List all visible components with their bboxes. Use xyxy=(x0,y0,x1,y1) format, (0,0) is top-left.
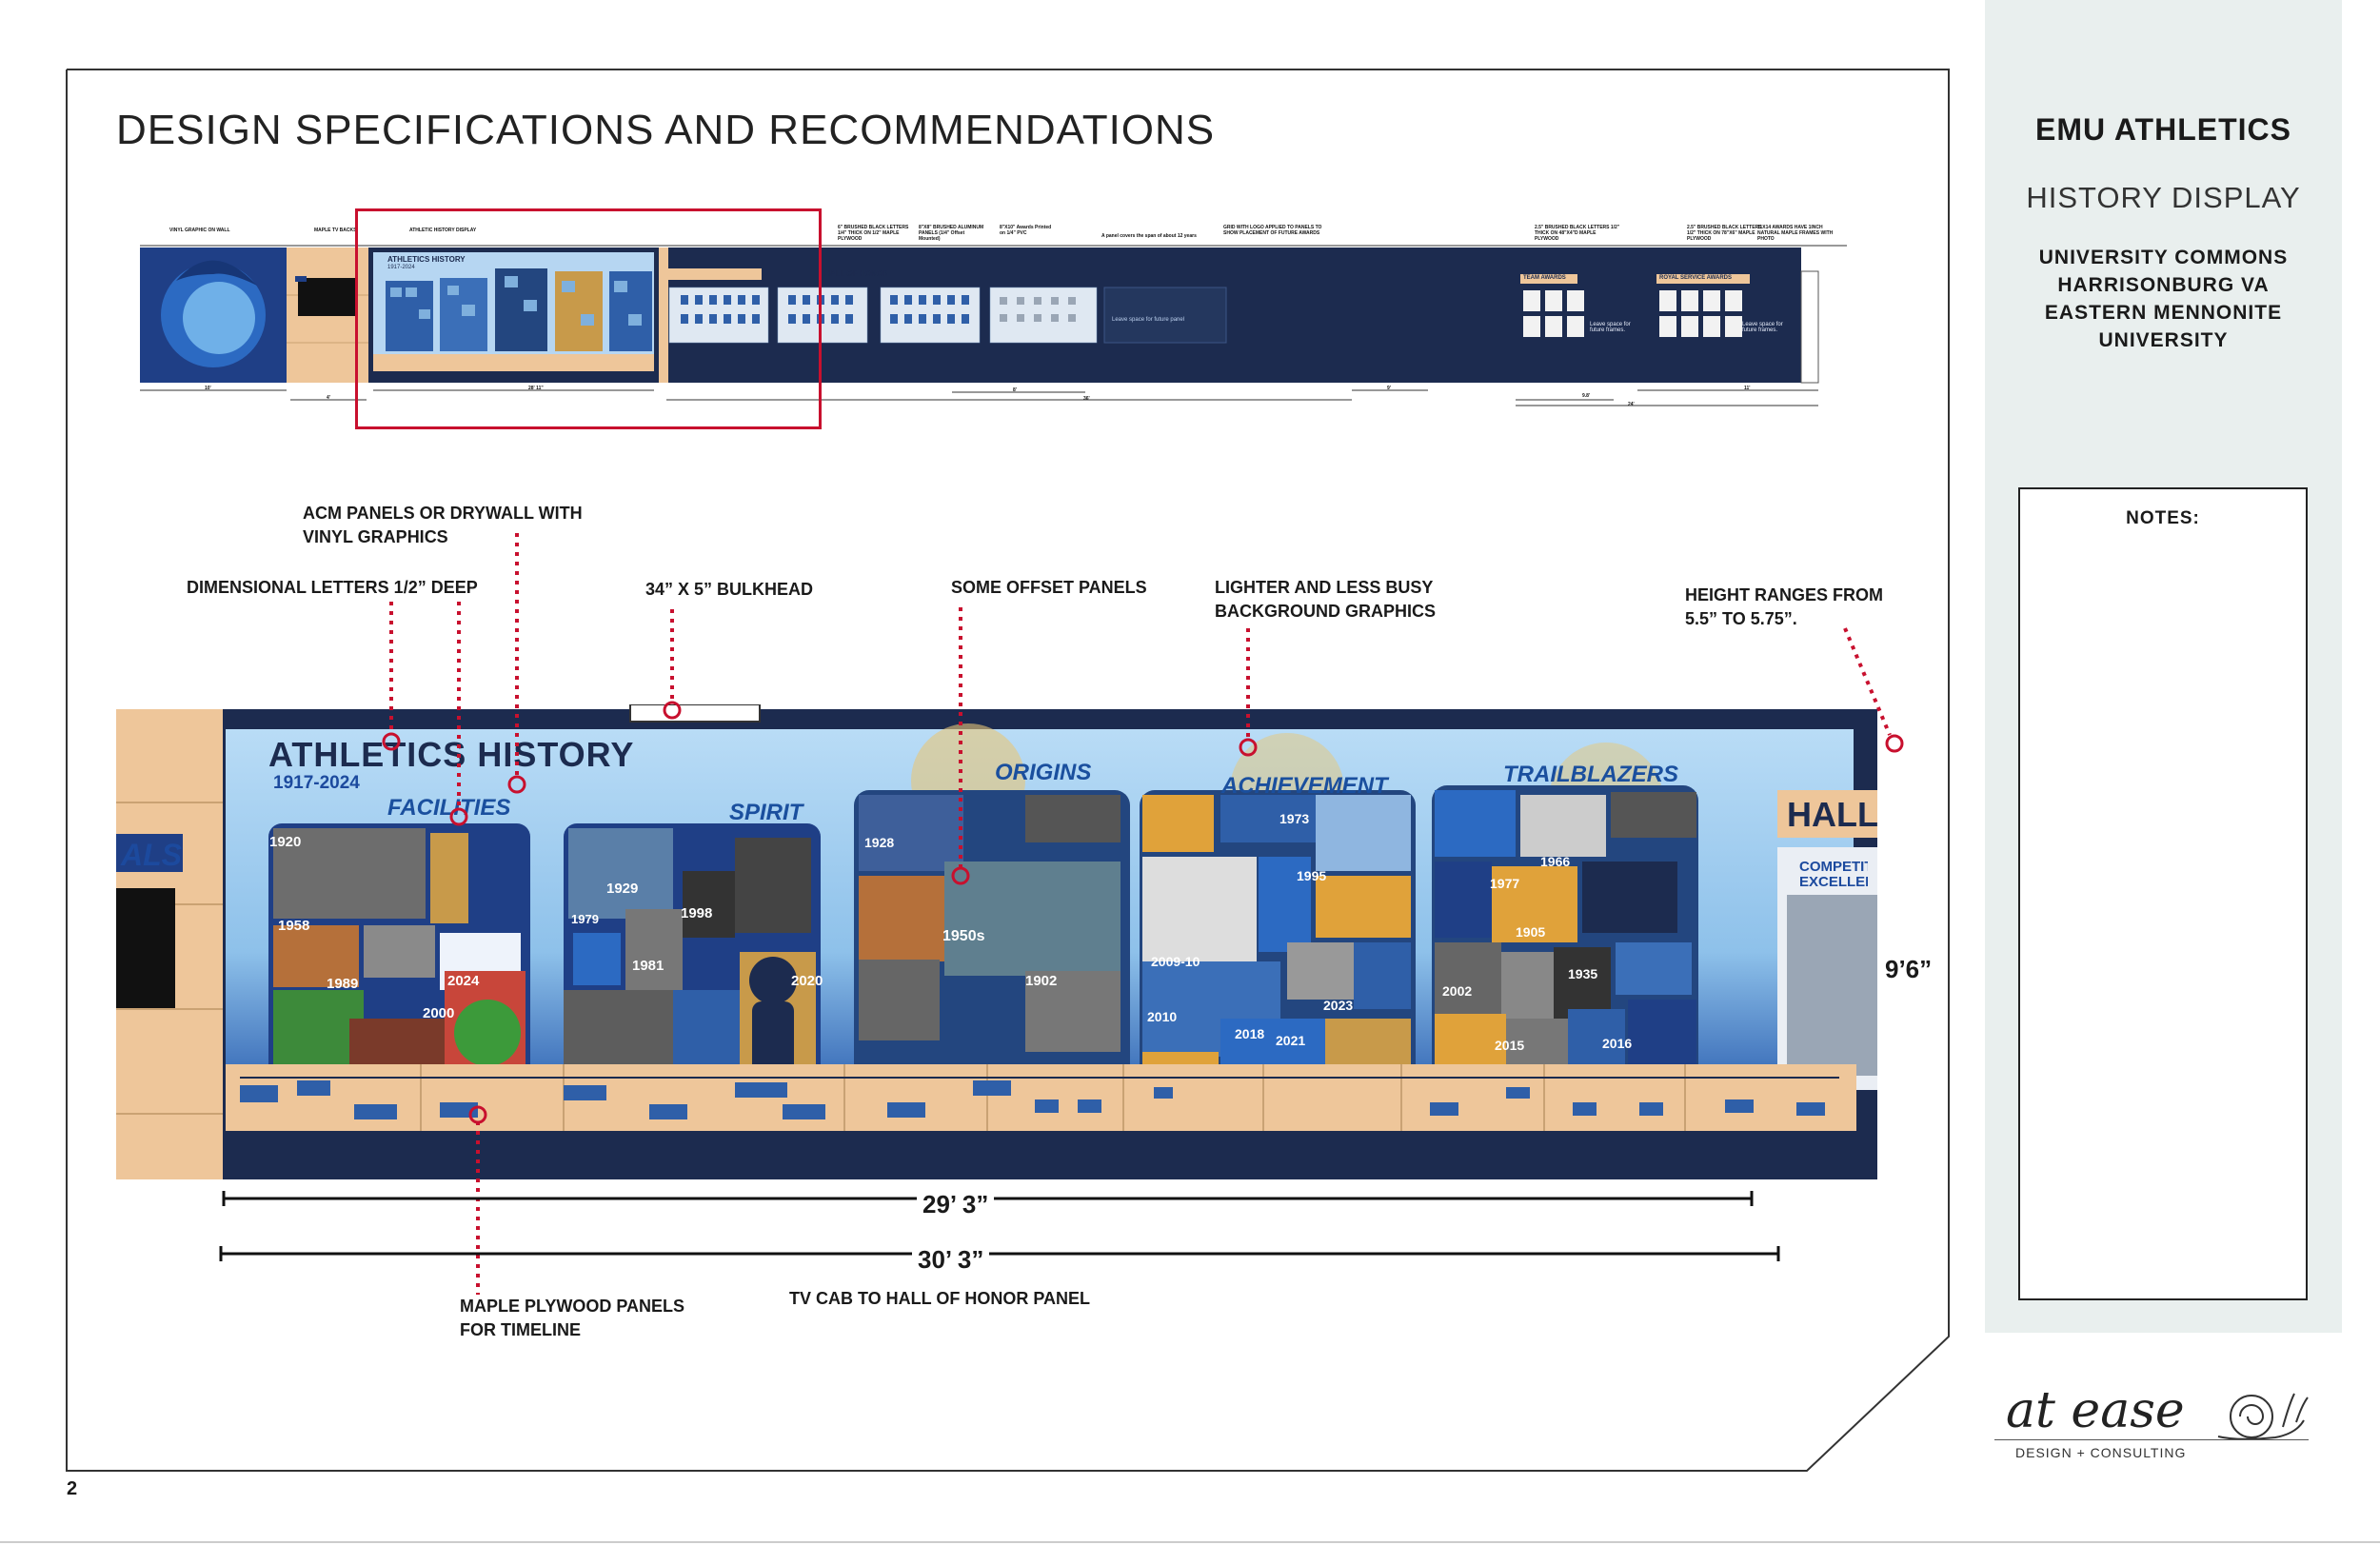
callout-offset: SOME OFFSET PANELS xyxy=(951,578,1147,597)
callout-lighter: LIGHTER AND LESS BUSY BACKGROUND GRAPHIC… xyxy=(1215,578,1437,621)
dimension-height: 9’6” xyxy=(1885,955,1933,983)
mini-history-years: 1917-2024 xyxy=(387,265,415,270)
year-tag: 2002 xyxy=(1442,983,1473,999)
dim-label: 11' xyxy=(1744,386,1751,391)
page-title: DESIGN SPECIFICATIONS AND RECOMMENDATION… xyxy=(116,107,1216,153)
spec-label: A panel covers the span of about 12 year… xyxy=(1101,233,1197,239)
year-tag: 2009-10 xyxy=(1151,954,1200,969)
spec-label: 6" BRUSHED BLACK LETTERS 1/4" THICK ON 1… xyxy=(838,225,909,242)
location-line: EASTERN MENNONITE xyxy=(2044,302,2283,324)
bulkhead xyxy=(629,704,761,723)
dim-label: 10' xyxy=(205,386,211,391)
callout-maple: MAPLE PLYWOOD PANELS FOR TIMELINE xyxy=(460,1297,685,1339)
spec-label: GRID WITH LOGO APPLIED TO PANELS TO SHOW… xyxy=(1223,225,1322,236)
future-space-label: Leave space for future panel xyxy=(1112,317,1185,323)
location-line: UNIVERSITY xyxy=(2098,329,2229,351)
year-tag: 2023 xyxy=(1323,998,1354,1013)
team-awards-label: TEAM AWARDS xyxy=(1523,275,1566,281)
spec-label: 8"X10" Awards Printed on 1/4" PVC xyxy=(1000,225,1052,236)
mini-history-title: ATHLETICS HISTORY xyxy=(387,255,466,264)
dim-label: 24' xyxy=(1628,402,1635,407)
year-tag: 1981 xyxy=(632,958,664,974)
spec-label: 2.5" BRUSHED BLACK LETTERS 1/2" THICK ON… xyxy=(1687,225,1762,242)
overview-label-maple: MAPLE TV BACKS xyxy=(314,228,357,233)
hall-label: HALL xyxy=(1787,795,1878,834)
year-tag: 2018 xyxy=(1235,1026,1265,1041)
year-tag: 1958 xyxy=(278,918,310,934)
section-trailblazers: TRAILBLAZERS xyxy=(1503,762,1678,787)
year-tag: 1973 xyxy=(1279,811,1310,826)
year-tag: 1989 xyxy=(327,976,359,992)
year-tag: 1966 xyxy=(1540,854,1571,869)
year-tag: 1929 xyxy=(606,881,639,897)
logo-wordmark: at ease xyxy=(2006,1382,2185,1439)
leave-space-note: Leave space for future frames. xyxy=(1742,322,1783,333)
leave-space-note: Leave space for future frames. xyxy=(1590,322,1631,333)
future-panel-space xyxy=(1103,287,1227,344)
page-number: 2 xyxy=(67,1478,78,1499)
timeline-band xyxy=(226,1064,1856,1131)
dim-label: 8' xyxy=(1013,387,1017,393)
overview-label-history: ATHLETIC HISTORY DISPLAY xyxy=(409,228,477,233)
callout-letters: DIMENSIONAL LETTERS 1/2” DEEP xyxy=(187,578,478,597)
spec-label: 11X14 AWARDS HAVE 1INCH NATURAL MAPLE FR… xyxy=(1757,225,1834,242)
overview-label-vinyl: VINYL GRAPHIC ON WALL xyxy=(169,228,230,233)
royals-fragment: ALS xyxy=(121,838,182,872)
year-tag: 1902 xyxy=(1025,973,1058,989)
dimension-width-outer: 30’ 3” xyxy=(912,1245,990,1275)
section-spirit: SPIRIT xyxy=(729,800,803,825)
location-line: HARRISONBURG VA xyxy=(2057,274,2270,296)
year-tag: 1950s xyxy=(942,928,985,944)
callout-acm: ACM PANELS OR DRYWALL WITH VINYL GRAPHIC… xyxy=(303,504,583,546)
royal-service-awards-label: ROYAL SERVICE AWARDS xyxy=(1659,275,1733,281)
year-tag: 2015 xyxy=(1495,1038,1525,1053)
year-tag: 2016 xyxy=(1602,1036,1633,1051)
dim-label: 4' xyxy=(327,395,330,401)
callout-height: HEIGHT RANGES FROM 5.5” TO 5.75”. xyxy=(1685,585,1884,628)
main-elevation xyxy=(116,704,1877,1179)
year-tag: 1977 xyxy=(1490,876,1520,891)
project-name: HISTORY DISPLAY xyxy=(2026,181,2301,214)
location-block: UNIVERSITY COMMONS HARRISONBURG VA EASTE… xyxy=(1985,244,2342,354)
year-tag: 1920 xyxy=(269,834,302,850)
snail-icon xyxy=(2217,1393,2309,1440)
highlight-box xyxy=(355,208,822,429)
year-tag: 2020 xyxy=(791,973,823,989)
year-tag: 1935 xyxy=(1568,966,1598,981)
notes-label: NOTES: xyxy=(2126,508,2200,528)
mini-hall-of-honor: HALL OF HONOR xyxy=(824,269,888,278)
spec-label: 2.5" BRUSHED BLACK LETTERS 1/2" THICK ON… xyxy=(1535,225,1620,242)
dimension-width-inner: 29’ 3” xyxy=(917,1190,995,1219)
callout-bulkhead: 34” X 5” BULKHEAD xyxy=(645,580,814,599)
location-line: UNIVERSITY COMMONS xyxy=(2038,247,2289,268)
section-origins: ORIGINS xyxy=(995,760,1092,785)
dim-label: 36' xyxy=(1083,396,1090,402)
year-tag: 1979 xyxy=(571,912,599,926)
year-tag: 1998 xyxy=(681,905,713,921)
year-tag: 2021 xyxy=(1276,1033,1306,1048)
dim-label: 9' xyxy=(1387,386,1391,391)
client-name: EMU ATHLETICS xyxy=(2035,112,2291,147)
logo-subtext: DESIGN + CONSULTING xyxy=(2015,1445,2187,1460)
year-tag: 2024 xyxy=(447,973,480,989)
year-tag: 1928 xyxy=(864,835,895,850)
callout-tvcab: TV CAB TO HALL OF HONOR PANEL xyxy=(789,1289,1091,1308)
history-years: 1917-2024 xyxy=(273,773,360,793)
year-tag: 2010 xyxy=(1147,1009,1178,1024)
at-ease-logo: at ease DESIGN + CONSULTING xyxy=(1994,1380,2337,1466)
dim-label: 9.8' xyxy=(1582,393,1591,399)
year-tag: 2000 xyxy=(423,1005,455,1021)
overview-elevation xyxy=(140,245,1847,406)
dim-label: 28' 11" xyxy=(528,386,544,391)
section-facilities: FACILITIES xyxy=(387,795,511,821)
history-title: ATHLETICS HISTORY xyxy=(268,735,635,774)
section-achievement: ACHIEVEMENT xyxy=(1221,773,1388,799)
notes-box[interactable]: NOTES: xyxy=(2018,487,2308,1300)
spec-label: 8"X8" BRUSHED ALUMINUM PANELS (1/4" Offs… xyxy=(919,225,984,242)
year-tag: 1905 xyxy=(1516,924,1546,940)
competition-label: COMPETITI EXCELLEN xyxy=(1799,860,1868,890)
year-tag: 1995 xyxy=(1297,868,1327,883)
